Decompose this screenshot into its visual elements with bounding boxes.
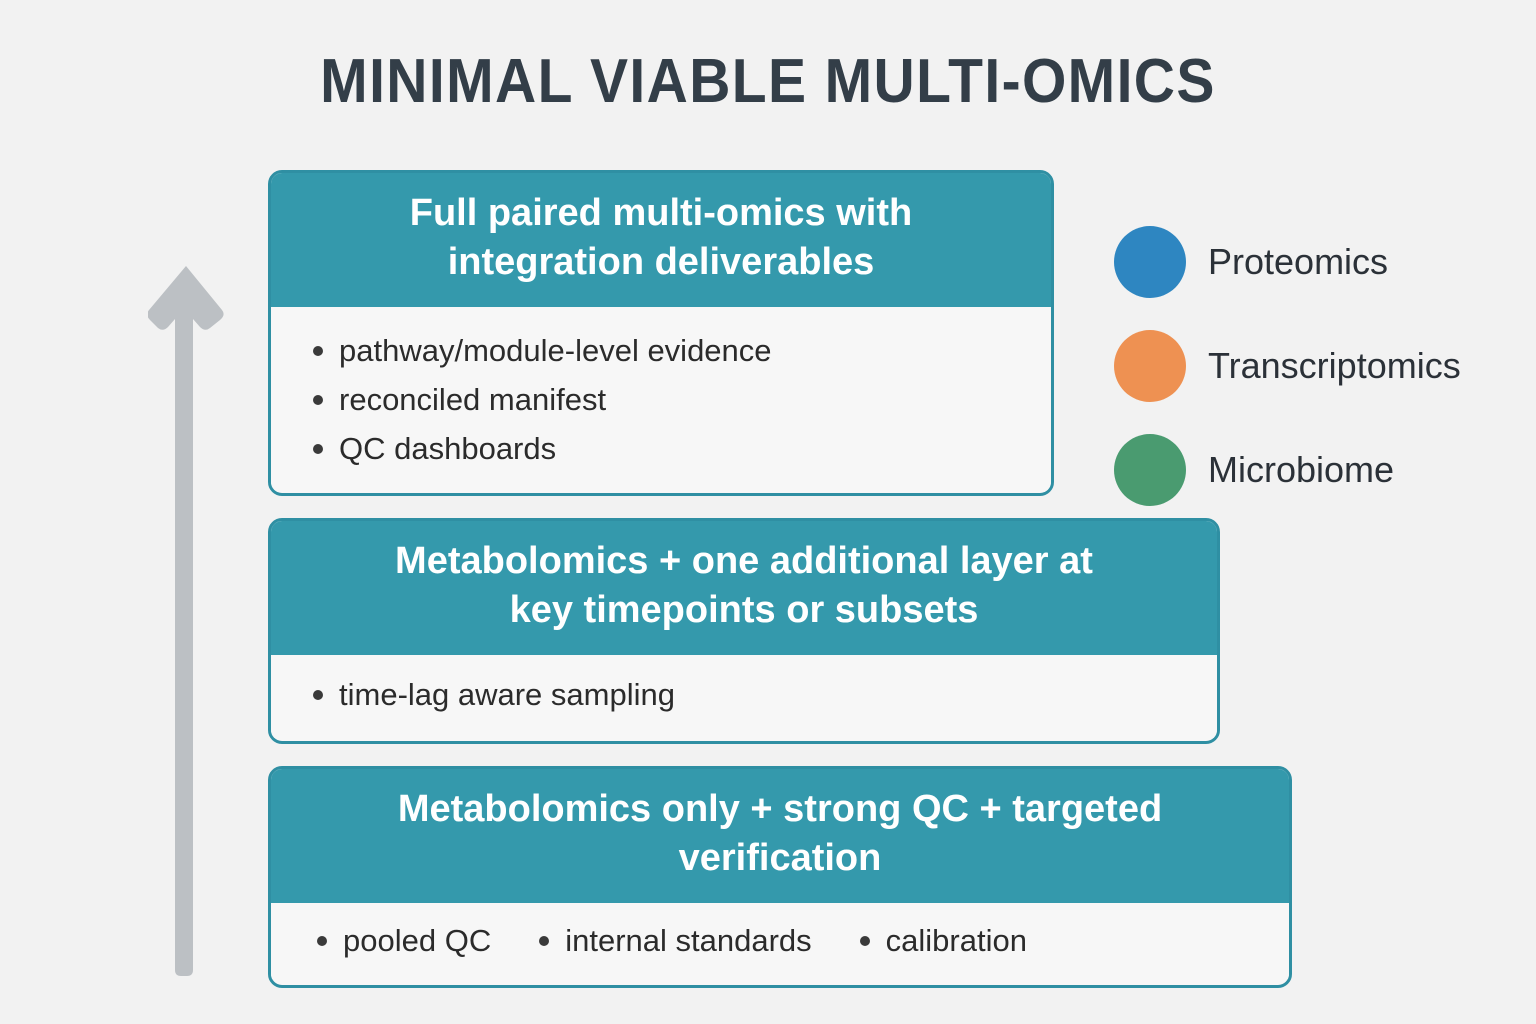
list-item: time-lag aware sampling bbox=[305, 671, 1183, 720]
arrow-up-icon bbox=[147, 266, 224, 976]
upward-progression-arrow bbox=[147, 258, 228, 982]
bullet-dot-icon bbox=[313, 346, 323, 357]
bullet-dot-icon bbox=[539, 936, 550, 947]
bullet-dot-icon bbox=[313, 395, 323, 406]
bullet-dot-icon bbox=[859, 936, 870, 947]
list-item: internal standards bbox=[535, 921, 812, 961]
tier-card-3-header-line-1: Metabolomics only + strong QC + targeted bbox=[397, 788, 1163, 830]
tier-card-1-header: Full paired multi-omics with integration… bbox=[271, 173, 1051, 307]
list-item-label: pooled QC bbox=[343, 923, 492, 958]
page-title: MINIMAL VIABLE MULTI-OMICS bbox=[320, 47, 1216, 116]
bullet-dot-icon bbox=[317, 936, 327, 947]
legend-label-transcriptomics: Transcriptomics bbox=[1208, 345, 1461, 386]
list-item-label: time-lag aware sampling bbox=[339, 677, 675, 712]
tier-card-1-header-line-2: integration deliverables bbox=[447, 240, 875, 283]
legend-item-proteomics[interactable]: Proteomics bbox=[1114, 210, 1514, 314]
tier-card-2-body: time-lag aware sampling bbox=[271, 655, 1217, 738]
list-item: calibration bbox=[856, 921, 1027, 961]
bullet-dot-icon bbox=[313, 444, 323, 455]
legend-swatch-microbiome-icon bbox=[1114, 434, 1186, 506]
tier-card-3-body: pooled QC internal standards calibration bbox=[271, 903, 1289, 980]
tier-card-2-header-line-1: Metabolomics + one additional layer at bbox=[395, 540, 1093, 582]
tier-card-2[interactable]: Metabolomics + one additional layer at k… bbox=[268, 518, 1220, 744]
list-item: reconciled manifest bbox=[305, 376, 1017, 425]
tier-card-3[interactable]: Metabolomics only + strong QC + targeted… bbox=[268, 766, 1292, 988]
tier-card-1-body: pathway/module-level evidence reconciled… bbox=[271, 307, 1051, 492]
list-item-label: internal standards bbox=[565, 923, 812, 958]
list-item-label: QC dashboards bbox=[339, 430, 557, 466]
omics-legend: Proteomics Transcriptomics Microbiome bbox=[1114, 210, 1514, 522]
legend-item-transcriptomics[interactable]: Transcriptomics bbox=[1114, 314, 1514, 418]
tier-card-3-bullet-list: pooled QC internal standards calibration bbox=[305, 921, 1255, 961]
list-item: pathway/module-level evidence bbox=[305, 327, 1017, 376]
legend-label-microbiome: Microbiome bbox=[1208, 449, 1395, 490]
tier-card-1-bullet-list: pathway/module-level evidence reconciled… bbox=[305, 327, 1017, 474]
tier-card-2-header: Metabolomics + one additional layer at k… bbox=[271, 521, 1217, 655]
tier-card-1[interactable]: Full paired multi-omics with integration… bbox=[268, 170, 1054, 496]
list-item: pooled QC bbox=[313, 921, 491, 961]
legend-label-proteomics: Proteomics bbox=[1208, 241, 1389, 282]
tier-card-2-bullet-list: time-lag aware sampling bbox=[305, 671, 1183, 720]
list-item-label: pathway/module-level evidence bbox=[339, 333, 772, 368]
list-item-label: reconciled manifest bbox=[339, 381, 607, 417]
tier-card-1-header-line-1: Full paired multi-omics with bbox=[409, 192, 913, 234]
legend-item-microbiome[interactable]: Microbiome bbox=[1114, 418, 1514, 522]
tier-card-3-header: Metabolomics only + strong QC + targeted… bbox=[271, 769, 1289, 903]
tier-card-2-header-line-2: key timepoints or subsets bbox=[509, 588, 979, 631]
list-item: QC dashboards bbox=[305, 425, 1017, 474]
bullet-dot-icon bbox=[313, 690, 323, 701]
legend-swatch-proteomics-icon bbox=[1114, 226, 1186, 298]
list-item-label: calibration bbox=[885, 923, 1027, 958]
legend-swatch-transcriptomics-icon bbox=[1114, 330, 1186, 402]
tier-card-3-header-line-2: verification bbox=[678, 836, 882, 879]
